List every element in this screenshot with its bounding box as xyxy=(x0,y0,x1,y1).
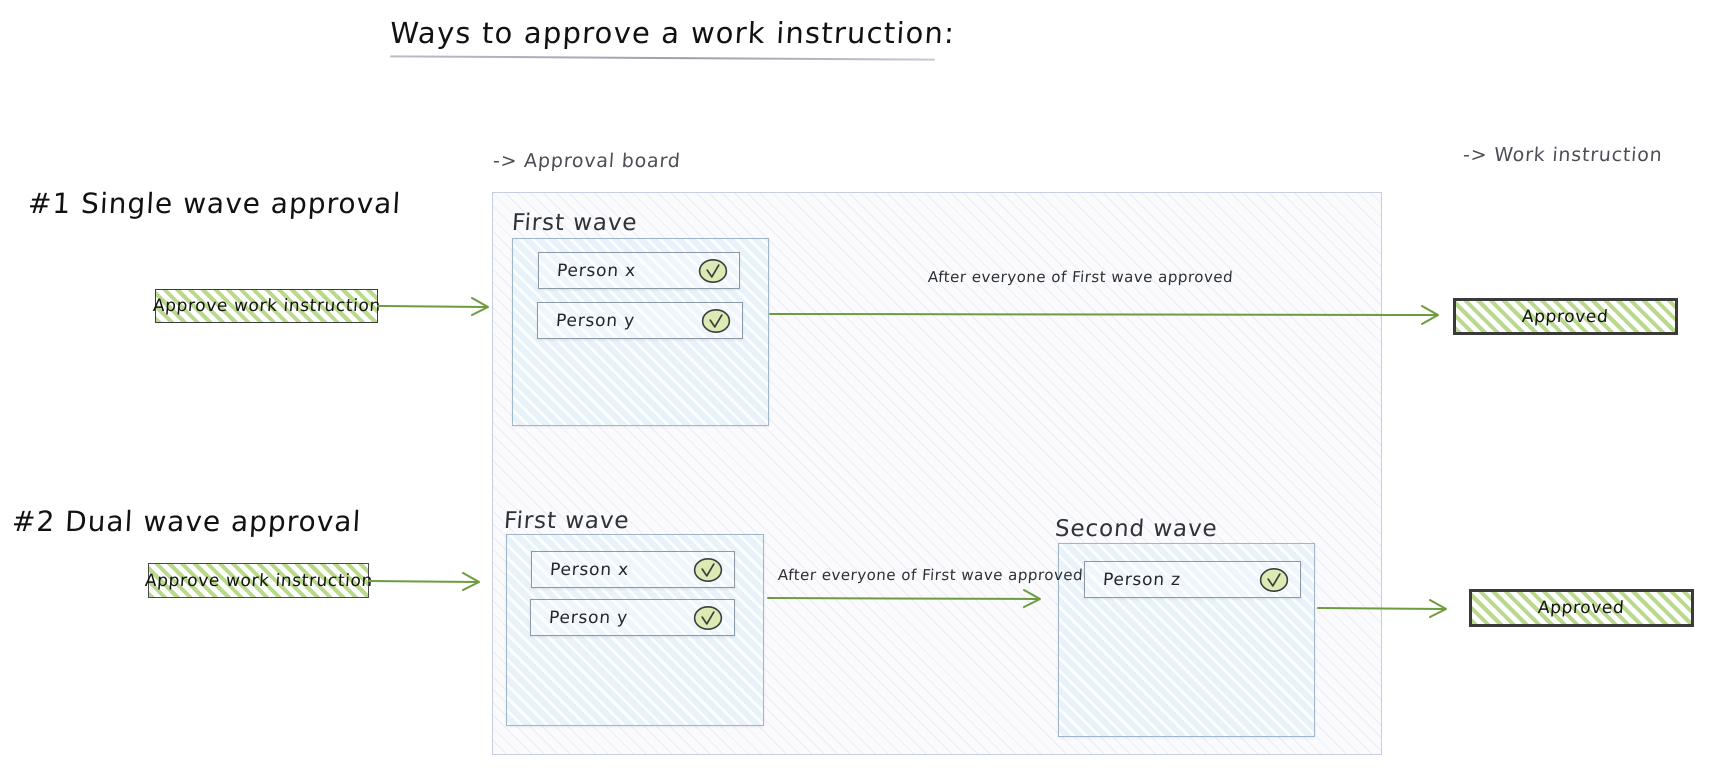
person-row[interactable]: Person z xyxy=(1084,561,1301,598)
person-name: Person x xyxy=(549,559,630,580)
approve-work-instruction-button-1[interactable]: Approve work instruction xyxy=(151,289,382,323)
approved-result-box-2: Approved xyxy=(1469,589,1694,627)
wave-title-first-wave-2: First wave xyxy=(503,508,631,534)
page-title: Ways to approve a work instruction: xyxy=(389,16,957,50)
approved-label: Approved xyxy=(1521,306,1610,327)
approve-work-instruction-button-2[interactable]: Approve work instruction xyxy=(144,563,373,598)
check-circle-icon xyxy=(1258,566,1290,593)
arrow-second-wave-to-approved xyxy=(1317,599,1447,618)
check-circle-icon xyxy=(692,556,724,583)
check-circle-icon xyxy=(697,257,729,284)
person-row[interactable]: Person y xyxy=(537,302,743,339)
approve-work-instruction-label: Approve work instruction xyxy=(151,296,382,316)
annotation-work-instruction: -> Work instruction xyxy=(1462,144,1664,166)
person-name: Person z xyxy=(1102,569,1182,590)
approve-work-instruction-label: Approve work instruction xyxy=(143,570,374,591)
arrow-first-to-second-wave xyxy=(767,589,1041,608)
check-circle-icon xyxy=(700,307,732,334)
check-circle-icon xyxy=(692,604,724,631)
edge-label-after-first-wave-1: After everyone of First wave approved xyxy=(927,268,1234,286)
annotation-approval-board: -> Approval board xyxy=(492,150,682,172)
person-row[interactable]: Person x xyxy=(538,252,740,289)
wave-title-second-wave-2: Second wave xyxy=(1054,516,1219,542)
person-name: Person y xyxy=(555,310,636,331)
person-row[interactable]: Person x xyxy=(531,551,735,588)
person-name: Person y xyxy=(548,607,629,628)
person-row[interactable]: Person y xyxy=(530,599,735,636)
approved-label: Approved xyxy=(1537,598,1626,618)
section-heading-dual-wave: #2 Dual wave approval xyxy=(11,505,363,538)
title-underline xyxy=(389,55,936,61)
edge-label-after-first-wave-2: After everyone of First wave approved xyxy=(777,566,1084,584)
arrow-trigger-to-board-2 xyxy=(368,572,480,591)
arrow-board-to-approved-1 xyxy=(769,305,1439,325)
arrow-trigger-to-board-1 xyxy=(377,297,489,316)
section-heading-single-wave: #1 Single wave approval xyxy=(27,187,403,220)
page-title-block: Ways to approve a work instruction: xyxy=(389,16,957,61)
wave-title-first-wave-1: First wave xyxy=(511,210,639,236)
person-name: Person x xyxy=(556,260,637,281)
approved-result-box-1: Approved xyxy=(1453,298,1678,335)
